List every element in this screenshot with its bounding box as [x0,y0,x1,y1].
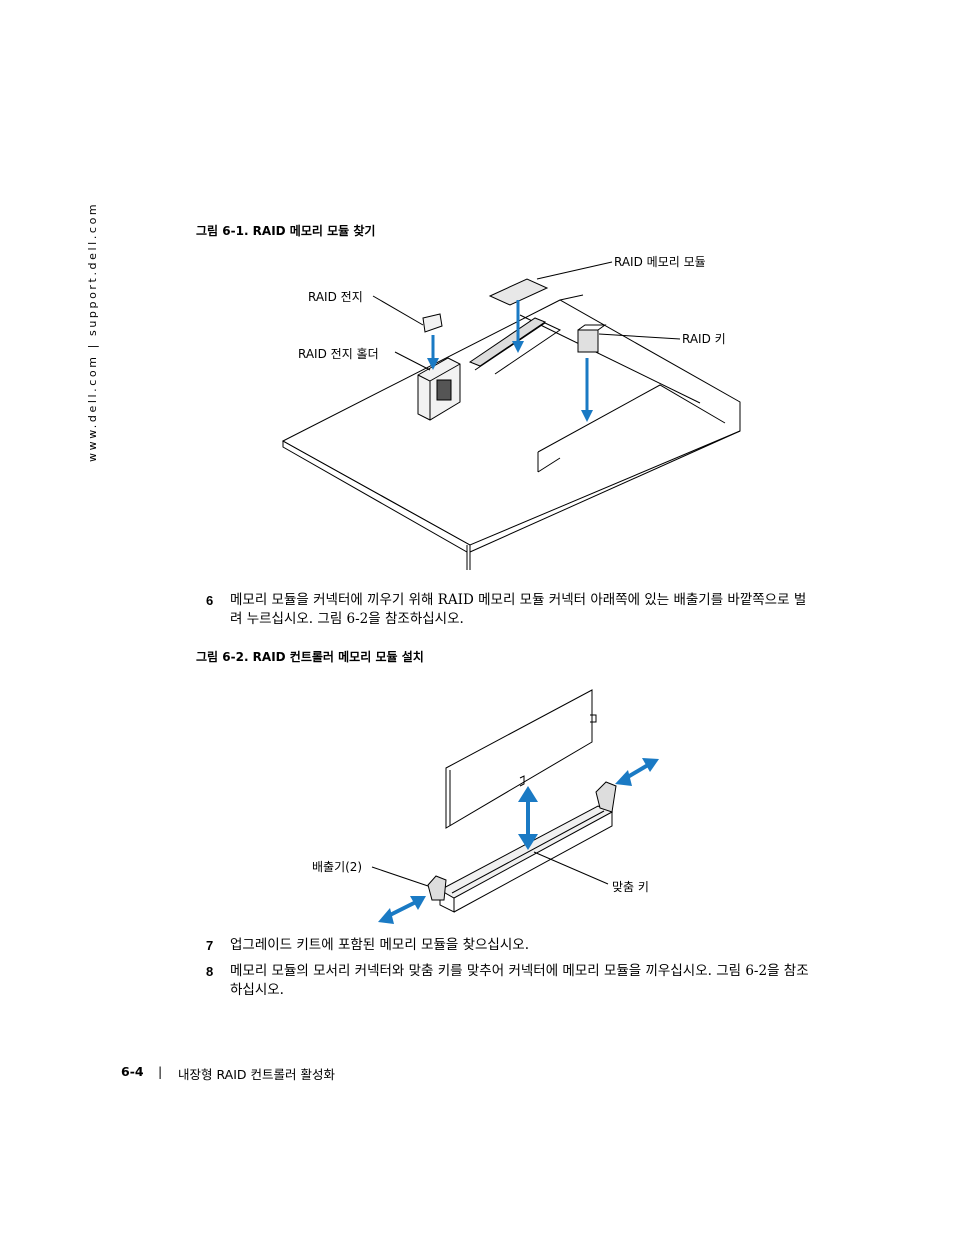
step-6: 6 메모리 모듈을 커넥터에 끼우기 위해 RAID 메모리 모듈 커넥터 아래… [206,591,816,629]
label-battery-holder: RAID 전지 홀더 [298,347,379,361]
footer-separator: | [158,1064,163,1079]
label-raid-key: RAID 키 [682,332,726,346]
step-number: 7 [206,938,214,953]
footer-title: 내장형 RAID 컨트롤러 활성화 [178,1067,335,1082]
page-number: 6-4 [121,1064,144,1079]
step-8: 8 메모리 모듈의 모서리 커넥터와 맞춤 키를 맞추어 커넥터에 메모리 모듈… [206,962,816,1000]
step-number: 6 [206,593,214,608]
sidebar-url: www.dell.com | support.dell.com [86,201,99,462]
figure-1-caption: 그림 6-1. RAID 메모리 모듈 찾기 [196,224,376,238]
label-memory-module: RAID 메모리 모듈 [614,255,706,269]
figure-2-caption: 그림 6-2. RAID 컨트롤러 메모리 모듈 설치 [196,650,424,664]
label-alignment-key: 맞춤 키 [612,880,649,894]
step-text: 메모리 모듈을 커넥터에 끼우기 위해 RAID 메모리 모듈 커넥터 아래쪽에… [230,592,807,627]
label-ejectors: 배출기(2) [312,860,362,874]
step-text: 업그레이드 키트에 포함된 메모리 모듈을 찾으십시오. [230,937,529,953]
step-number: 8 [206,964,214,979]
step-text: 메모리 모듈의 모서리 커넥터와 맞춤 키를 맞추어 커넥터에 메모리 모듈을 … [230,963,809,998]
step-7: 7 업그레이드 키트에 포함된 메모리 모듈을 찾으십시오. [206,936,816,955]
label-battery: RAID 전지 [308,290,363,304]
